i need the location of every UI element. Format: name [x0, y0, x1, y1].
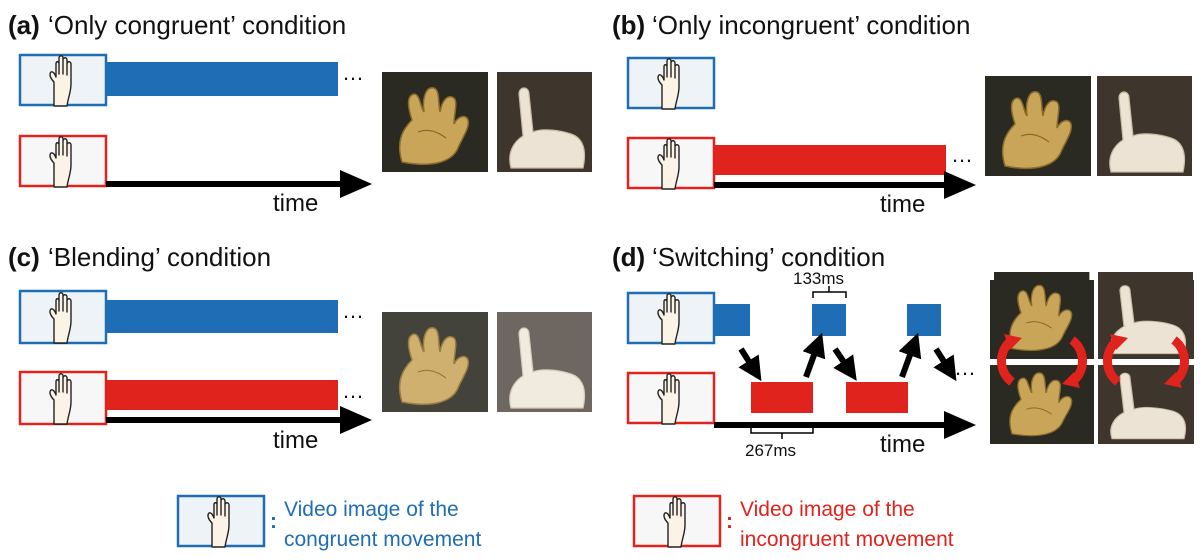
panel-c-label: (c): [8, 242, 40, 272]
panel-d: (d) ‘Switching’ condition 133ms 267ms … …: [612, 242, 1194, 460]
panel-b-title: ‘Only incongruent’ condition: [652, 10, 970, 40]
time-arrowhead: [340, 406, 372, 434]
legend-congruent-line1: Video image of the: [284, 498, 459, 521]
legend-colon: :: [270, 510, 277, 533]
continuation-ellipsis: …: [342, 60, 364, 85]
continuation-ellipsis: …: [954, 355, 976, 380]
congruent-bar: [106, 62, 338, 96]
legend-colon: :: [726, 510, 733, 533]
time-label: time: [273, 427, 318, 454]
panel-c-title: ‘Blending’ condition: [48, 242, 271, 272]
legend-incongruent: : Video image of the incongruent movemen…: [634, 496, 954, 551]
congruent-segment: [907, 304, 941, 336]
panel-a: (a) ‘Only congruent’ condition … time: [8, 10, 592, 217]
panel-d-title: ‘Switching’ condition: [652, 242, 885, 272]
congruent-hand-photo: [985, 76, 1091, 176]
congruent-bar: [106, 300, 338, 333]
short-interval-label: 133ms: [793, 269, 844, 288]
panel-d-label: (d): [612, 242, 645, 272]
panel-c: (c) ‘Blending’ condition … … time: [8, 242, 592, 454]
switch-arrow-down: [835, 349, 850, 371]
panel-b-label: (b): [612, 10, 645, 40]
legend-congruent-line2: congruent movement: [284, 528, 481, 551]
long-interval-bracket: [751, 427, 813, 439]
continuation-ellipsis: …: [342, 298, 364, 323]
incongruent-segment: [751, 382, 813, 413]
switch-arrow-up: [806, 344, 818, 377]
congruent-segment: [714, 304, 750, 336]
long-interval-label: 267ms: [745, 441, 796, 460]
continuation-ellipsis: …: [951, 142, 973, 167]
incongruent-segment: [846, 382, 908, 413]
switch-arrow-down: [741, 349, 755, 371]
time-arrowhead: [340, 170, 372, 198]
continuation-ellipsis: …: [342, 378, 364, 403]
panel-b: (b) ‘Only incongruent’ condition … time: [612, 10, 1192, 218]
incongruent-hand-photo: [1097, 76, 1192, 176]
switching-photo-grid: [990, 272, 1194, 444]
blended-pale-photo: [497, 312, 592, 412]
incongruent-bar: [714, 145, 946, 175]
panel-a-title: ‘Only congruent’ condition: [48, 10, 346, 40]
incongruent-hand-photo: [497, 72, 592, 172]
incongruent-bar: [106, 380, 338, 410]
time-label: time: [880, 431, 925, 458]
switch-arrow-down: [936, 349, 950, 371]
legend-incongruent-line1: Video image of the: [740, 498, 915, 521]
congruent-segment: [812, 304, 846, 336]
time-arrowhead: [944, 171, 976, 199]
time-label: time: [880, 191, 925, 218]
time-label: time: [273, 190, 318, 217]
blended-hand-photo: [382, 312, 488, 412]
congruent-hand-photo: [382, 72, 488, 172]
legend-congruent: : Video image of the congruent movement: [178, 496, 481, 551]
time-arrowhead: [944, 411, 976, 439]
legend-incongruent-line2: incongruent movement: [740, 528, 954, 551]
switch-arrow-up: [902, 344, 914, 377]
panel-a-label: (a): [8, 10, 40, 40]
